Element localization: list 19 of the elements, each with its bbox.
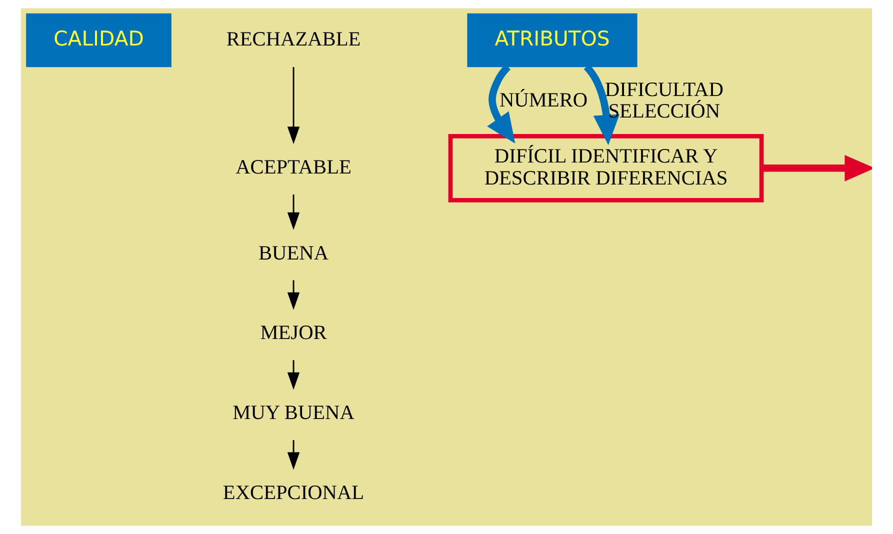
node-text: MUY BUENA: [232, 402, 354, 424]
node-box: ATRIBUTOS: [467, 13, 638, 68]
node-text: MEJOR: [260, 322, 327, 344]
node-text: RECHAZABLE: [226, 28, 361, 51]
arrow: [287, 67, 300, 144]
arrow: [287, 194, 300, 230]
node-box: CALIDAD: [26, 13, 172, 68]
arrow: [287, 440, 300, 470]
arrow: [287, 360, 300, 390]
node-box: DIFÍCIL IDENTIFICAR Y DESCRIBIR DIFERENCIAS: [448, 134, 764, 202]
arrow: [487, 64, 516, 144]
edge-label: NÚMERO: [499, 90, 588, 112]
arrow: [287, 280, 300, 310]
node-text: BUENA: [258, 242, 329, 264]
node-text: EXCEPCIONAL: [222, 482, 364, 504]
arrow: [584, 64, 620, 146]
edge-label: DIFICULTAD SELECCIÓN: [604, 78, 724, 123]
node-text: ACEPTABLE: [236, 156, 352, 179]
arrow: [762, 154, 872, 182]
